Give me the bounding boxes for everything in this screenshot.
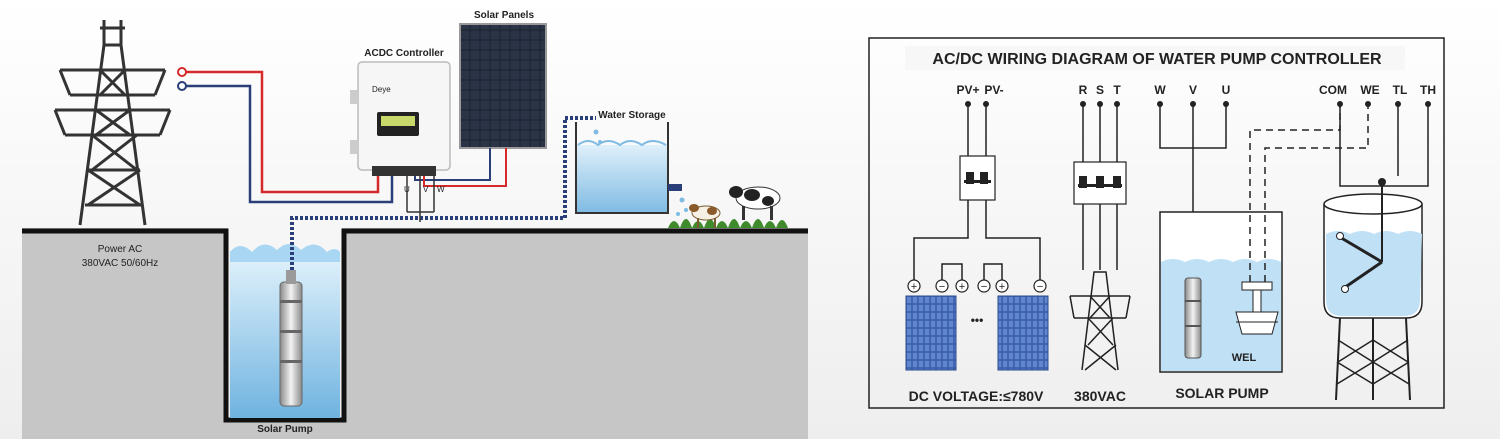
pump-well: [1159, 211, 1283, 373]
power-label: Power AC: [98, 244, 142, 255]
title-backdrop: [905, 46, 1405, 70]
pump-icon: [1184, 277, 1202, 359]
solar-module-right: [997, 295, 1049, 371]
panel-wire-negative: [414, 148, 491, 181]
panel-wire-positive: [423, 148, 507, 187]
power-tower-icon: [53, 20, 172, 226]
terminal-w: W: [1154, 83, 1166, 97]
solar-panel: [459, 23, 547, 149]
ground-line: [22, 228, 808, 423]
dc-breaker: [959, 155, 996, 201]
float-sensor-icon: [1235, 281, 1279, 335]
ac-voltage-label: 380VAC: [1074, 388, 1126, 404]
marker-plus: +: [959, 281, 965, 293]
uvw-wires: [406, 176, 435, 222]
pv-minus-label: PV-: [984, 83, 1003, 97]
terminal-w: W: [437, 185, 445, 194]
left-system-illustration: Power AC 380VAC 50/60Hz Deye ACDC Contro…: [0, 0, 808, 439]
water-storage-tank: [575, 122, 682, 214]
pv-plus-label: PV+: [956, 83, 979, 97]
ground: [22, 228, 808, 439]
water-storage-label: Water Storage: [598, 110, 666, 121]
level-sensor-wires: [1382, 104, 1429, 187]
terminal-u: U: [404, 185, 410, 194]
panel-link-wires: [941, 263, 1003, 286]
ac-wire-blue: [186, 84, 394, 204]
wiring-diagram: AC/DC WIRING DIAGRAM OF WATER PUMP CONTR…: [808, 0, 1500, 439]
submersible-pump: [279, 270, 303, 407]
terminal-s: S: [1096, 83, 1104, 97]
ac-breaker: [1073, 161, 1127, 205]
ac-terminal-negative: [177, 81, 187, 91]
marker-plus: +: [911, 281, 917, 293]
water-drops: [593, 129, 688, 216]
ac-wire-red: [186, 70, 380, 194]
panel-polarity-markers: [907, 279, 1047, 293]
well-water-splash: [230, 244, 340, 262]
solar-pump-label: Solar Pump: [257, 424, 313, 435]
terminal-we: WE: [1360, 83, 1379, 97]
ac-wires: [1082, 204, 1118, 270]
wel-label: WEL: [1232, 352, 1257, 364]
dc-wires: [913, 200, 1041, 280]
ac-terminal-positive: [177, 67, 187, 77]
power-pylon-icon: [1069, 271, 1131, 371]
com-wire: [1339, 104, 1382, 187]
terminal-com: COM: [1319, 83, 1347, 97]
terminal-v: V: [1189, 83, 1197, 97]
marker-minus: −: [1037, 281, 1043, 293]
wel-sensor-wire-2: [1264, 104, 1369, 282]
water-pipe: [290, 116, 596, 270]
more-modules-dots: •••: [971, 313, 984, 327]
terminal-th: TH: [1420, 83, 1436, 97]
power-spec-label: 380VAC 50/60Hz: [82, 258, 159, 269]
terminal-tl: TL: [1393, 83, 1408, 97]
terminal-v: V: [423, 185, 429, 194]
calf-icon: [689, 204, 721, 228]
cow-icon: [729, 186, 781, 220]
controller-brand: Deye: [372, 85, 391, 94]
terminal-u: U: [1222, 83, 1231, 97]
level-probes: [1337, 234, 1383, 290]
marker-minus: −: [981, 281, 987, 293]
solar-panels-label: Solar Panels: [474, 10, 534, 21]
solar-module-left: [905, 295, 957, 371]
acdc-controller: Deye: [350, 61, 451, 176]
terminal-r: R: [1079, 83, 1088, 97]
dc-voltage-label: DC VOLTAGE:≤780V: [909, 388, 1044, 404]
diagram-frame: [868, 37, 1445, 409]
marker-minus: −: [939, 281, 945, 293]
controller-label: ACDC Controller: [364, 48, 444, 59]
diagram-title: AC/DC WIRING DIAGRAM OF WATER PUMP CONTR…: [932, 51, 1382, 68]
marker-plus: +: [999, 281, 1005, 293]
solar-pump-label: SOLAR PUMP: [1175, 385, 1268, 401]
terminal-t: T: [1113, 83, 1121, 97]
